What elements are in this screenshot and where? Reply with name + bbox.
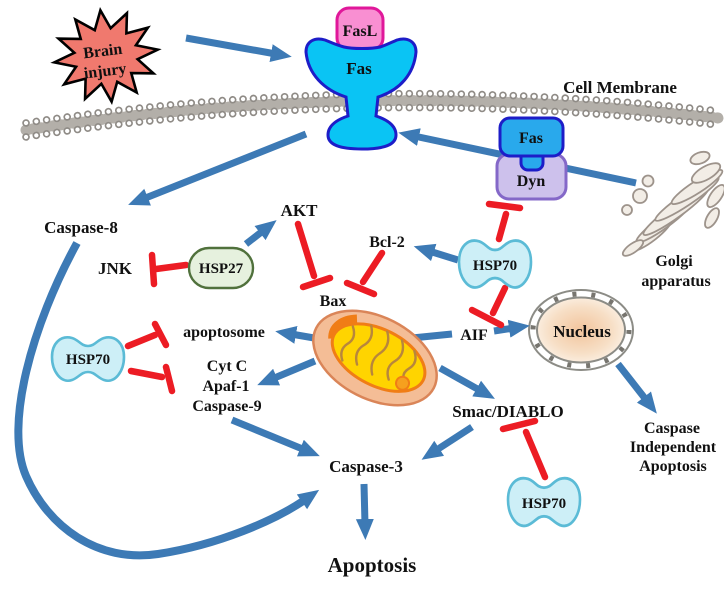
apoptosis-label: Apoptosis	[328, 553, 417, 577]
line-mito-to-aif	[411, 330, 453, 342]
arrow-aif-to-nucleus	[493, 319, 530, 338]
nucleus-label: Nucleus	[553, 322, 611, 341]
inhibition-hsp70-cytc	[127, 363, 176, 395]
fas-complex-label: Fas	[519, 130, 543, 147]
arrow-brain-injury-to-fas	[185, 34, 292, 62]
fasl-label: FasL	[343, 23, 378, 40]
caspase3-label: Caspase-3	[329, 457, 403, 476]
arrow-caspase8-to-caspase3-curve	[14, 241, 320, 560]
fas-receptor-label: Fas	[346, 59, 372, 78]
caspase9-label: Caspase-9	[192, 398, 261, 415]
arrow-hsp70-to-bcl2	[413, 243, 460, 264]
hsp70-cytosol-label: HSP70	[66, 352, 110, 368]
akt-label: AKT	[281, 201, 319, 220]
caspase-independent-label-line3: Apoptosis	[639, 458, 707, 475]
jnk-label: JNK	[98, 259, 133, 278]
fas-dyn-complex	[495, 116, 568, 201]
arrow-caspase9-to-caspase3	[230, 416, 320, 457]
inhibition-hsp70-smac	[499, 417, 549, 481]
inhibition-hsp70-dyn	[485, 200, 524, 243]
inhibition-hsp70-aif	[468, 284, 509, 329]
brain-injury-label-line2: injury	[83, 60, 127, 82]
brain-injury-starburst	[50, 7, 162, 105]
golgi-apparatus-graphic	[621, 150, 724, 257]
apaf1-label: Apaf-1	[202, 378, 249, 395]
arrow-caspase3-to-apoptosis	[355, 483, 374, 540]
arrow-mito-to-smac	[438, 364, 495, 399]
fas-receptor-graphic	[304, 37, 418, 151]
apoptosome-label: apoptosome	[183, 324, 265, 341]
inhibition-akt-bax	[294, 220, 334, 291]
hsp70-smac-label: HSP70	[522, 496, 566, 512]
inhibition-hsp70-apoptosome	[124, 320, 170, 350]
dyn-label: Dyn	[517, 173, 546, 190]
arrow-mito-to-cytc	[257, 357, 317, 386]
cytc-label: Cyt C	[207, 358, 247, 375]
caspase-independent-label-line1: Caspase	[644, 420, 700, 437]
hsp70-membrane-label: HSP70	[473, 258, 517, 274]
fas-box	[498, 116, 565, 158]
bcl2-label: Bcl-2	[369, 234, 405, 251]
inhibition-bcl2-bax	[343, 249, 386, 298]
inhibition-hsp27-jnk	[148, 251, 190, 288]
golgi-label-line2: apparatus	[641, 273, 710, 290]
aif-label: AIF	[460, 327, 488, 344]
caspase8-label: Caspase-8	[44, 218, 118, 237]
bax-label: Bax	[320, 293, 347, 310]
arrow-nucleus-to-independent-apoptosis	[615, 361, 657, 414]
nucleus-graphic	[528, 289, 634, 371]
smac-diablo-label: Smac/DIABLO	[452, 402, 563, 421]
golgi-label-line1: Golgi	[655, 253, 693, 270]
arrow-fas-to-caspase8	[128, 130, 308, 206]
arrow-hsp27-to-akt	[243, 220, 277, 247]
caspase-independent-label-line2: Independent	[630, 439, 717, 456]
hsp27-label: HSP27	[199, 261, 244, 277]
brain-injury-label-line1: Brain	[82, 41, 123, 63]
cell-membrane-label: Cell Membrane	[563, 78, 677, 97]
mitochondria-graphic	[312, 309, 438, 407]
arrow-smac-to-caspase3	[421, 424, 474, 460]
hsp27-pill	[187, 246, 255, 290]
